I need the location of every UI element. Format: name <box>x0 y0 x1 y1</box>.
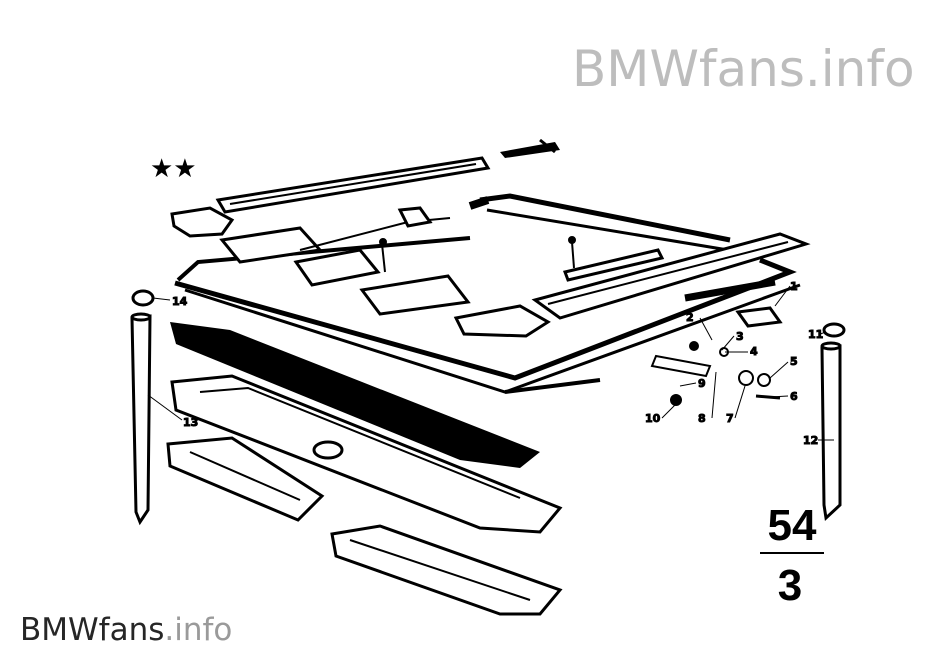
callout-13: 13 <box>183 416 198 429</box>
callout-10: 10 <box>645 412 661 425</box>
callout-7: 7 <box>726 412 734 425</box>
watermark-bottom: BMWfans.info <box>20 612 233 648</box>
crank-mechanism <box>650 306 783 406</box>
callout-9: 9 <box>698 377 706 390</box>
lower-trim-panel <box>330 524 563 616</box>
front-rail-pin <box>500 138 560 158</box>
screws <box>379 236 576 273</box>
roof-panel-plates <box>170 206 551 338</box>
callout-12: 12 <box>803 434 818 447</box>
stars-mark: ★★ <box>150 153 197 183</box>
callout-1: 1 <box>790 280 798 293</box>
callout-8: 8 <box>698 412 706 425</box>
callout-3: 3 <box>736 330 744 343</box>
watermark-top: BMWfans.info <box>572 40 915 98</box>
figure-group: 54 <box>768 501 817 550</box>
callout-14: 14 <box>172 295 188 308</box>
left-drain-tube <box>130 289 155 526</box>
callout-5: 5 <box>790 355 798 368</box>
callout-6: 6 <box>790 390 798 403</box>
figure-number: 54 3 <box>760 501 824 610</box>
left-trim-panel <box>166 436 325 522</box>
callout-2: 2 <box>686 311 694 324</box>
callouts: 1 2 3 4 5 6 7 8 9 10 11 12 13 14 <box>147 280 834 448</box>
callout-4: 4 <box>750 345 758 358</box>
drive-cable <box>299 206 451 251</box>
callout-11: 11 <box>808 328 823 341</box>
figure-sub: 3 <box>778 561 802 610</box>
upper-trim-panel <box>170 374 563 534</box>
seal-strip <box>170 322 540 468</box>
right-drain-tube <box>820 322 846 522</box>
rear-guide-rail <box>215 156 491 214</box>
side-guide-rail <box>531 232 811 320</box>
